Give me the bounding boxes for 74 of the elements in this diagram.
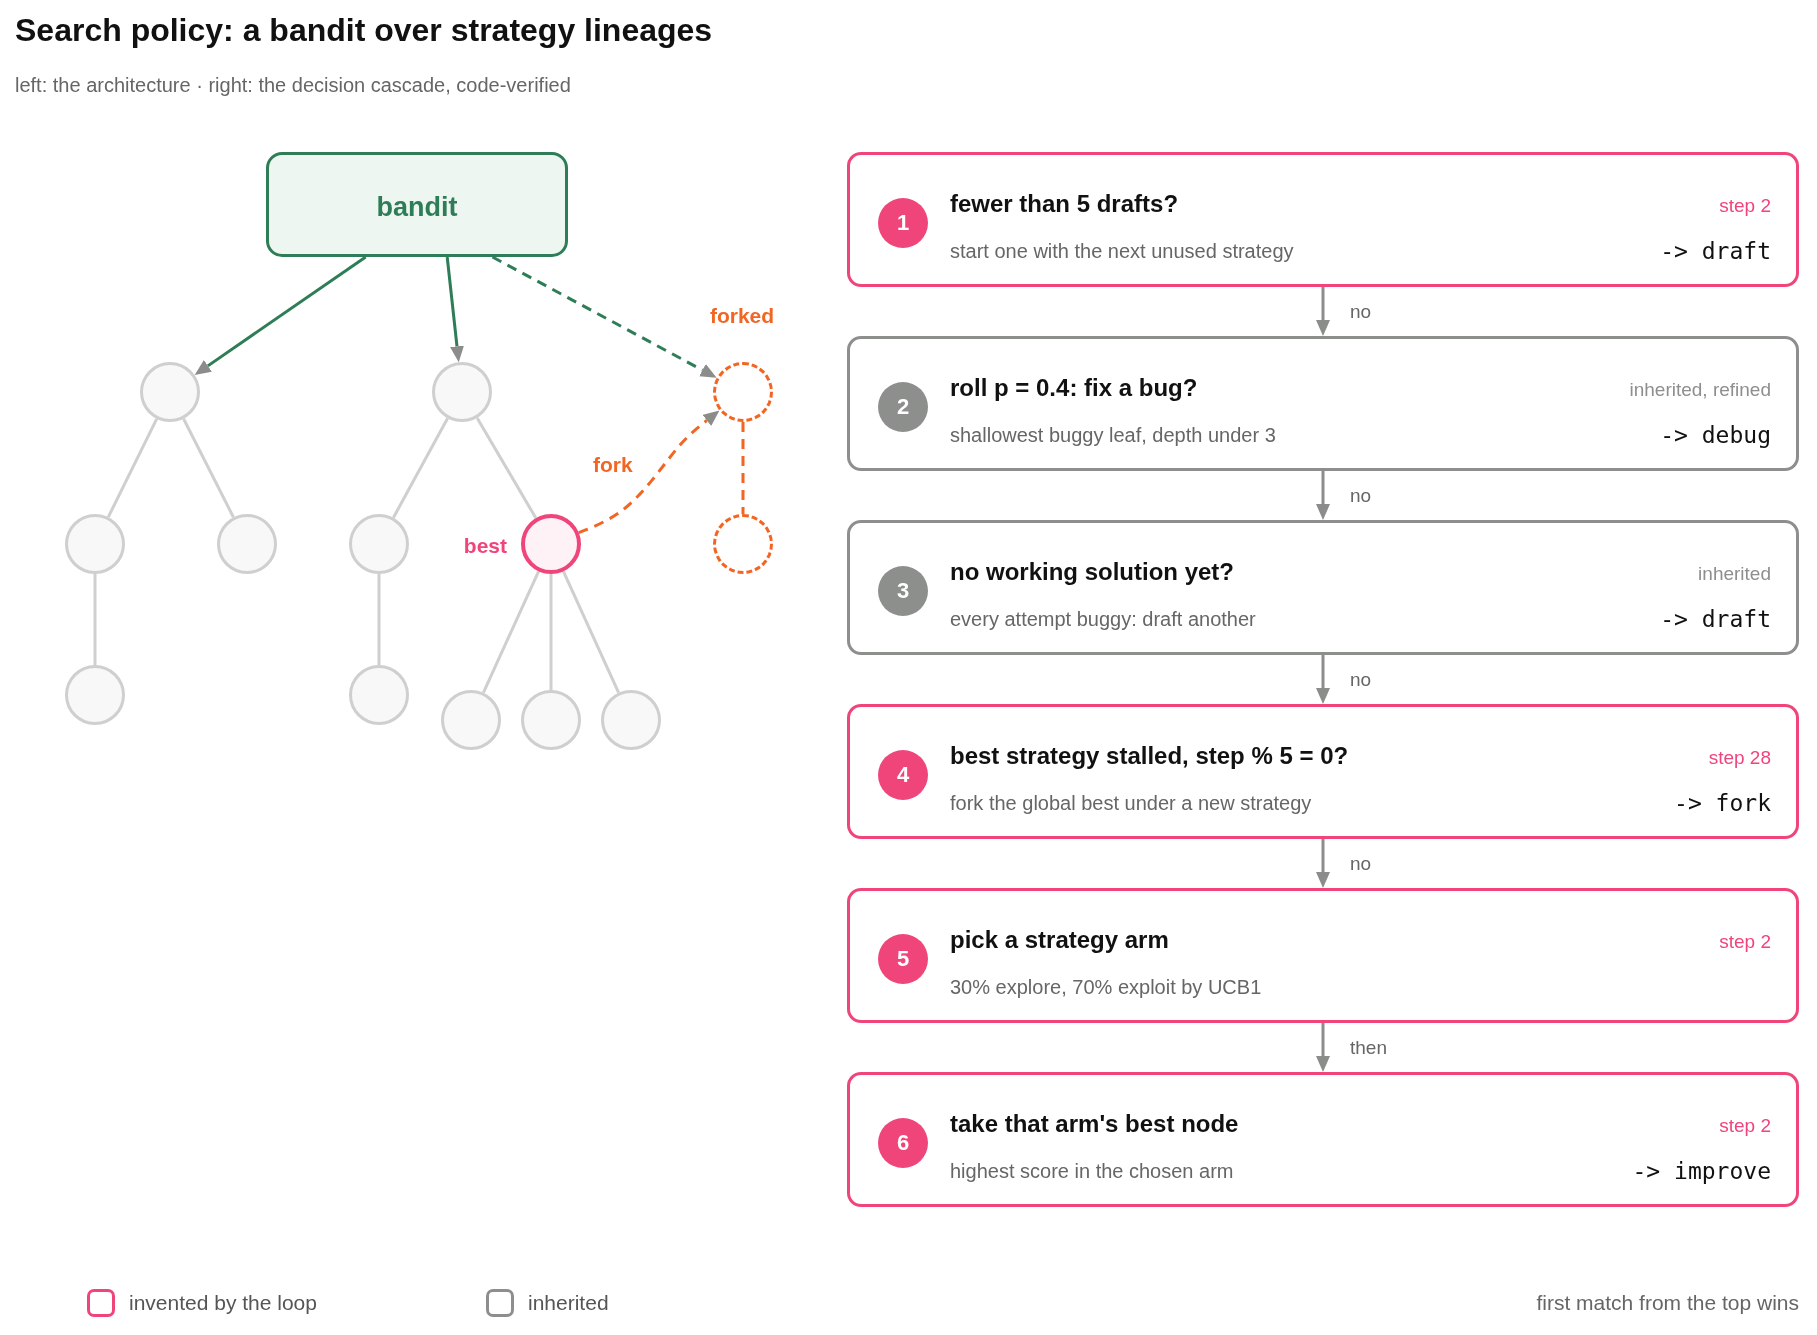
tree-node (349, 665, 409, 725)
step-description: fork the global best under a new strategy (950, 791, 1312, 816)
tree-node (65, 514, 125, 574)
connector-line (93, 574, 97, 665)
step-title: roll p = 0.4: fix a bug? (950, 373, 1198, 403)
step-tag: step 2 (1719, 1113, 1771, 1139)
connector-line (475, 417, 538, 519)
arrow (445, 256, 464, 363)
tree-node (432, 362, 492, 422)
node-caption: forked (708, 303, 776, 329)
action-code: -> improve (1632, 1157, 1771, 1185)
tree-node (441, 690, 501, 750)
highlighted-tree-node (521, 514, 581, 574)
step-number: 2 (878, 382, 928, 432)
step-description: 30% explore, 70% exploit by UCB1 (950, 975, 1262, 1000)
arrow (1316, 287, 1330, 336)
connector-line (106, 418, 159, 518)
legend-label: inherited (528, 1290, 609, 1316)
diagram-title: Search policy: a bandit over strategy lineages (15, 11, 713, 50)
step-tag: step 28 (1708, 745, 1771, 771)
step-box (847, 888, 1799, 1023)
connector-line (377, 574, 381, 665)
node-caption: best (463, 533, 507, 559)
connector-line (741, 422, 745, 514)
step-title: no working solution yet? (950, 557, 1234, 587)
step-description: every attempt buggy: draft another (950, 607, 1256, 632)
tree-node (217, 514, 277, 574)
step-title: best strategy stalled, step % 5 = 0? (950, 741, 1349, 771)
step-box (847, 520, 1799, 655)
step-description: shallowest buggy leaf, depth under 3 (950, 423, 1276, 448)
arrow (1316, 655, 1330, 704)
step-tag: step 2 (1719, 929, 1771, 955)
step-number: 5 (878, 934, 928, 984)
action-code: -> debug (1660, 421, 1771, 449)
connector-line (392, 417, 449, 519)
arrow (1316, 839, 1330, 888)
action-code: -> fork (1674, 789, 1771, 817)
arrow (491, 255, 717, 378)
step-description: start one with the next unused strategy (950, 239, 1294, 264)
tree-node (601, 690, 661, 750)
step-number: 1 (878, 198, 928, 248)
step-box (847, 1072, 1799, 1207)
tree-node (140, 362, 200, 422)
step-number: 6 (878, 1118, 928, 1168)
connector-line (562, 570, 620, 694)
connector-line (182, 418, 235, 518)
bandit-box (266, 152, 568, 257)
tree-node (521, 690, 581, 750)
action-code: -> draft (1660, 605, 1771, 633)
step-box (847, 336, 1799, 471)
step-box (847, 704, 1799, 839)
step-number: 3 (878, 566, 928, 616)
connector-line (549, 574, 553, 690)
step-tag: inherited (1698, 561, 1771, 587)
subtitle: left: the architecture · right: the decision cascade, code-verified (15, 73, 571, 98)
arrow (578, 410, 720, 535)
step-description: highest score in the chosen arm (950, 1159, 1234, 1184)
step-title: fewer than 5 drafts? (950, 189, 1179, 219)
step-title: pick a strategy arm (950, 925, 1169, 955)
connector-line (482, 570, 540, 694)
step-number: 4 (878, 750, 928, 800)
note: first match from the top wins (1536, 1290, 1799, 1316)
step-title: take that arm's best node (950, 1109, 1239, 1139)
step-tag: inherited, refined (1629, 377, 1771, 403)
action-code: -> draft (1660, 237, 1771, 265)
tree-node (65, 665, 125, 725)
arrow (1316, 1023, 1330, 1072)
step-tag: step 2 (1719, 193, 1771, 219)
legend-label: invented by the loop (129, 1290, 317, 1316)
step-box (847, 152, 1799, 287)
arrow (194, 255, 367, 375)
box-label: bandit (375, 191, 459, 223)
tree-node (349, 514, 409, 574)
arrow (1316, 471, 1330, 520)
